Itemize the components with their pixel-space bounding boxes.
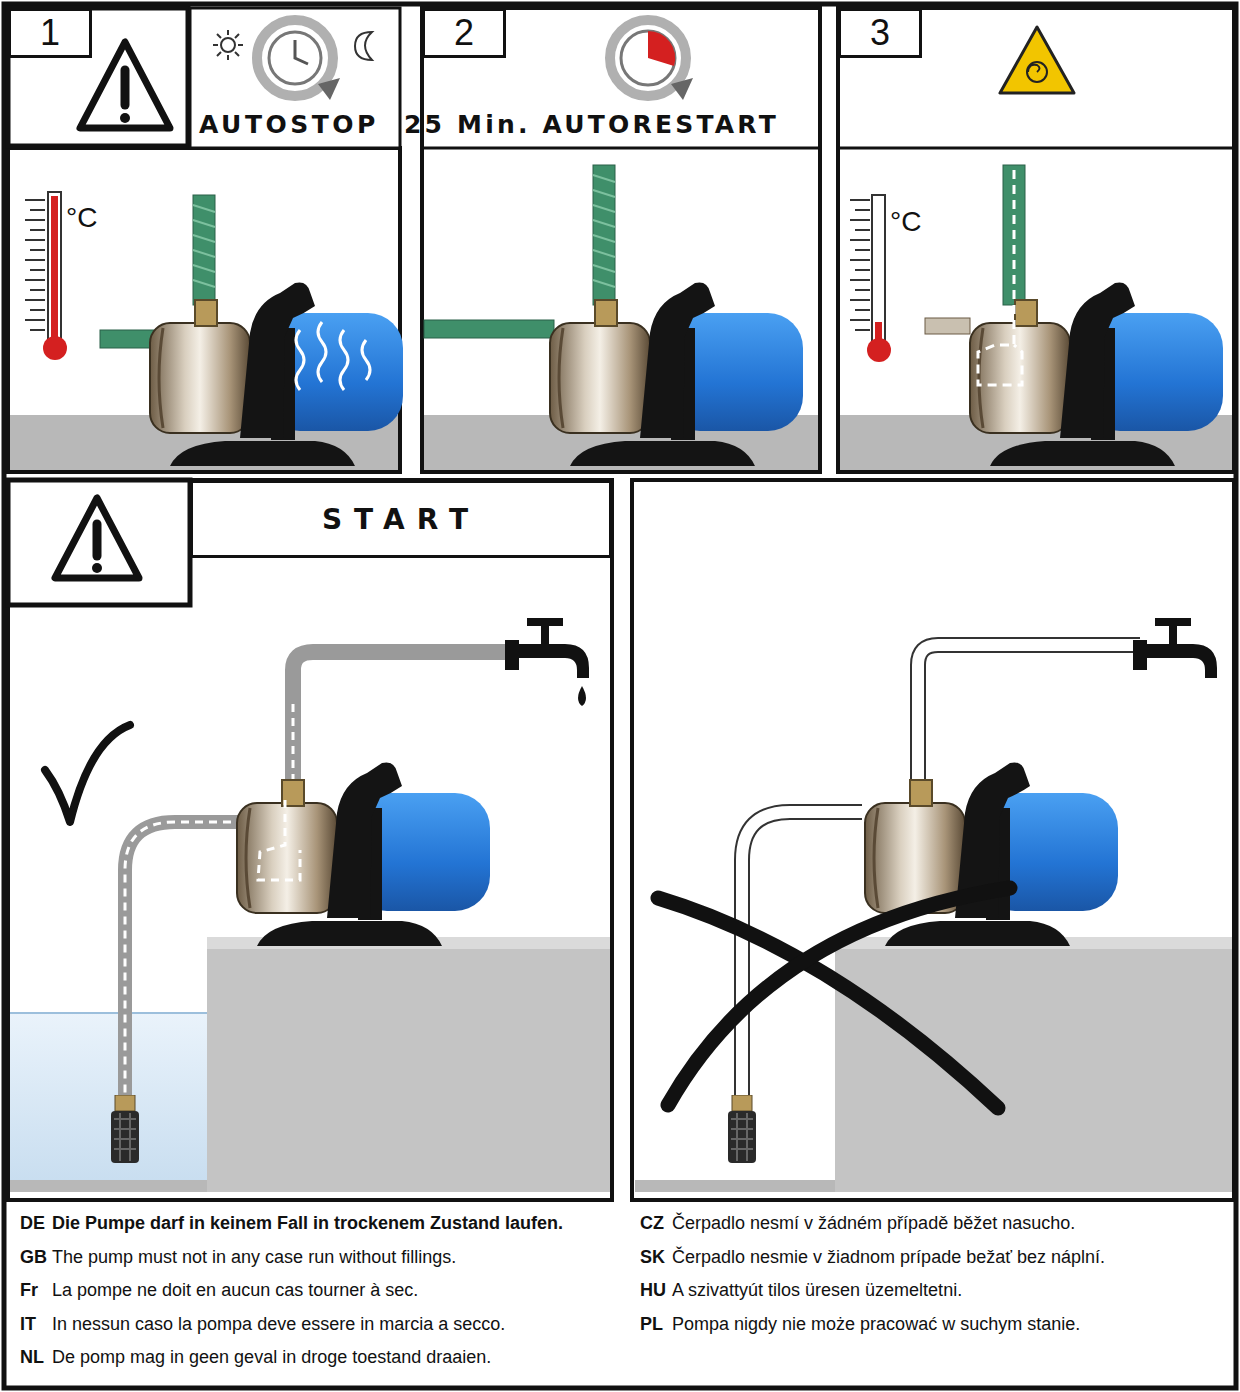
check-mark [45, 725, 130, 822]
warning-text: The pump must not in any case run withou… [52, 1247, 456, 1268]
box-text: 3 [870, 12, 890, 54]
pump [970, 282, 1223, 466]
frame [4, 4, 1236, 1388]
tap [1133, 618, 1217, 678]
warning-text: Čerpadlo nesmie v žiadnom prípade bežať … [672, 1247, 1105, 1268]
warning-text: Die Pumpe darf in keinem Fall in trocken… [52, 1213, 563, 1234]
language-code: PL [640, 1314, 663, 1335]
panel-number: 3 [838, 8, 922, 58]
empty-outline [978, 170, 1022, 385]
warning-text: Čerpadlo nesmí v žádném případě běžet na… [672, 1213, 1075, 1234]
header-text: AUTOSTOP [199, 110, 379, 139]
language-code: Fr [20, 1280, 38, 1301]
box-text: 2 [454, 12, 474, 54]
language-code: NL [20, 1347, 44, 1368]
pump [550, 282, 803, 466]
box-text: 1 [40, 12, 60, 54]
unit-label: °C [890, 206, 921, 238]
header-text: 25 Min. AUTORESTART [404, 110, 779, 139]
strainer [728, 1095, 756, 1163]
tap [505, 618, 589, 678]
sun-icon [213, 30, 243, 60]
inlet-hose [424, 320, 554, 338]
box-text: START [322, 503, 480, 536]
warning-text: A szivattyút tilos üresen üzemeltetni. [672, 1280, 962, 1301]
heat-waves [296, 322, 370, 390]
pump [150, 282, 403, 466]
panel-wrong [632, 480, 1234, 1200]
panel-number: 2 [422, 8, 506, 58]
warning-text: De pomp mag in geen geval in droge toest… [52, 1347, 491, 1368]
language-code: IT [20, 1314, 36, 1335]
panel-1 [8, 8, 403, 472]
thermometer-hot [25, 192, 67, 360]
language-code: DE [20, 1213, 45, 1234]
panel-2 [422, 8, 820, 472]
outlet-hose [593, 165, 615, 305]
panel-correct [8, 480, 612, 1200]
start-header: START [190, 480, 612, 558]
unit-label: °C [66, 202, 97, 234]
water-drop [578, 686, 586, 706]
suction-hose [125, 822, 245, 1100]
language-code: CZ [640, 1213, 664, 1234]
warning-rotation-icon [1000, 27, 1074, 93]
warning-text: Pompa nigdy nie może pracować w suchym s… [672, 1314, 1080, 1335]
pump [237, 762, 490, 946]
outlet-hose [193, 195, 215, 305]
inlet-hose [100, 330, 155, 348]
thermometer-cold [850, 195, 891, 362]
cross-mark [658, 888, 1010, 1108]
language-code: GB [20, 1247, 47, 1268]
inlet-stub [925, 318, 970, 334]
warning-text: In nessun caso la pompa deve essere in m… [52, 1314, 505, 1335]
outlet-pipe [293, 652, 512, 810]
warning-text: La pompe ne doit en aucun cas tourner à … [52, 1280, 418, 1301]
panel-number: 1 [8, 8, 92, 58]
strainer [111, 1095, 139, 1163]
moon-icon [355, 32, 372, 60]
language-code: SK [640, 1247, 665, 1268]
panel-3 [838, 8, 1234, 472]
clock-restart-icon [610, 20, 693, 100]
clock-icon [257, 20, 340, 100]
language-code: HU [640, 1280, 666, 1301]
